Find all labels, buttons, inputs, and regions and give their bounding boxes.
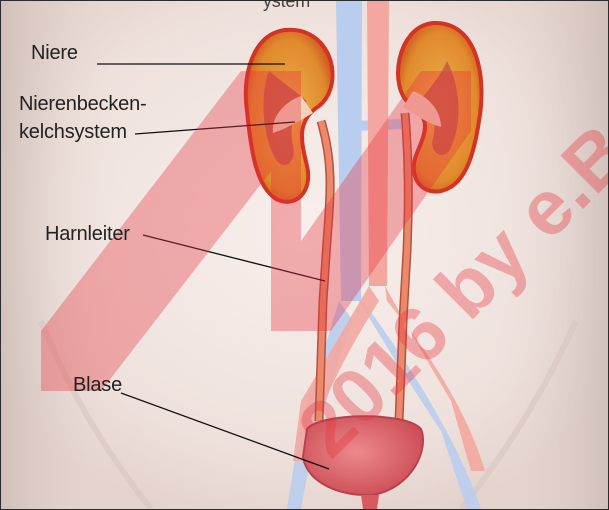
label-niere: Niere xyxy=(31,41,78,65)
top-cropped-text: ystem xyxy=(263,0,310,13)
label-nierenbecken-line1: Nierenbecken- xyxy=(19,92,146,116)
label-nierenbecken-line2: kelchsystem xyxy=(19,120,127,144)
label-harnleiter: Harnleiter xyxy=(45,222,130,246)
label-blase: Blase xyxy=(73,373,122,397)
